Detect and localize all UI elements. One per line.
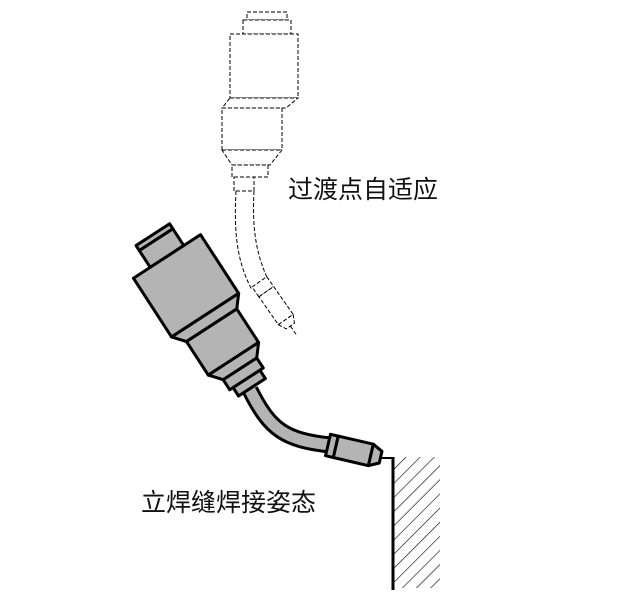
vertical-weld-label: 立焊缝焊接姿态 [141, 488, 317, 517]
dashed-torch-outline [220, 11, 300, 335]
vertical-wall [391, 457, 440, 590]
solid-torch [131, 222, 393, 468]
transition-label: 过渡点自适应 [288, 175, 439, 204]
